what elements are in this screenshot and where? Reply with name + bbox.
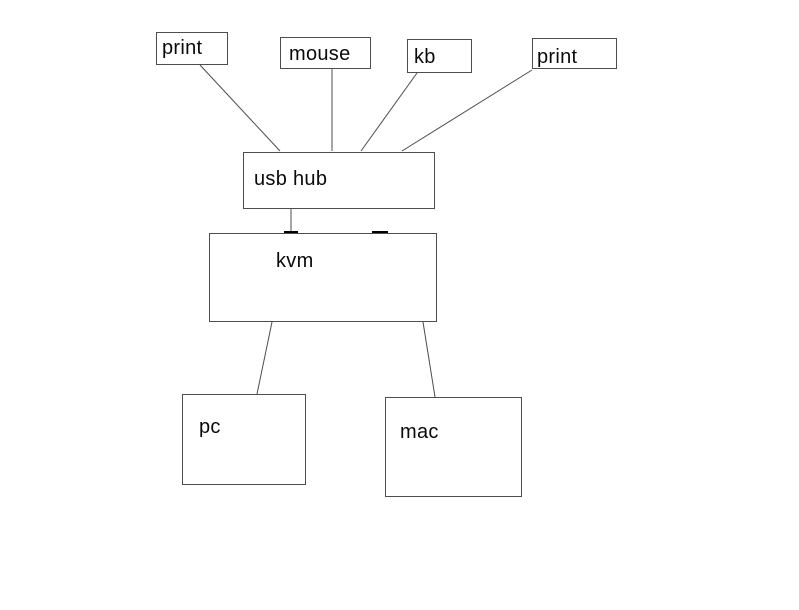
node-printer-right-label: print — [537, 46, 578, 68]
node-mac: mac — [385, 397, 522, 497]
node-printer-left-label: print — [162, 37, 203, 59]
node-printer-left: print — [156, 32, 228, 65]
connector-keyboard-to-usb-hub — [360, 72, 418, 152]
connector-kvm-to-mac — [422, 321, 436, 398]
node-usb-hub: usb hub — [243, 152, 435, 209]
node-keyboard: kb — [407, 39, 472, 73]
node-mac-label: mac — [400, 421, 439, 443]
node-pc-label: pc — [199, 416, 221, 438]
node-mouse: mouse — [280, 37, 371, 69]
node-mouse-label: mouse — [289, 43, 351, 65]
node-keyboard-label: kb — [414, 46, 436, 68]
node-printer-right: print — [532, 38, 617, 69]
node-pc: pc — [182, 394, 306, 485]
node-usb-hub-label: usb hub — [254, 168, 328, 190]
connector-kvm-to-pc — [256, 321, 273, 395]
connector-printer-left-to-usb-hub — [199, 64, 281, 152]
node-kvm: kvm — [209, 233, 437, 322]
node-kvm-label: kvm — [276, 250, 314, 272]
connector-printer-right-to-usb-hub — [401, 69, 533, 152]
